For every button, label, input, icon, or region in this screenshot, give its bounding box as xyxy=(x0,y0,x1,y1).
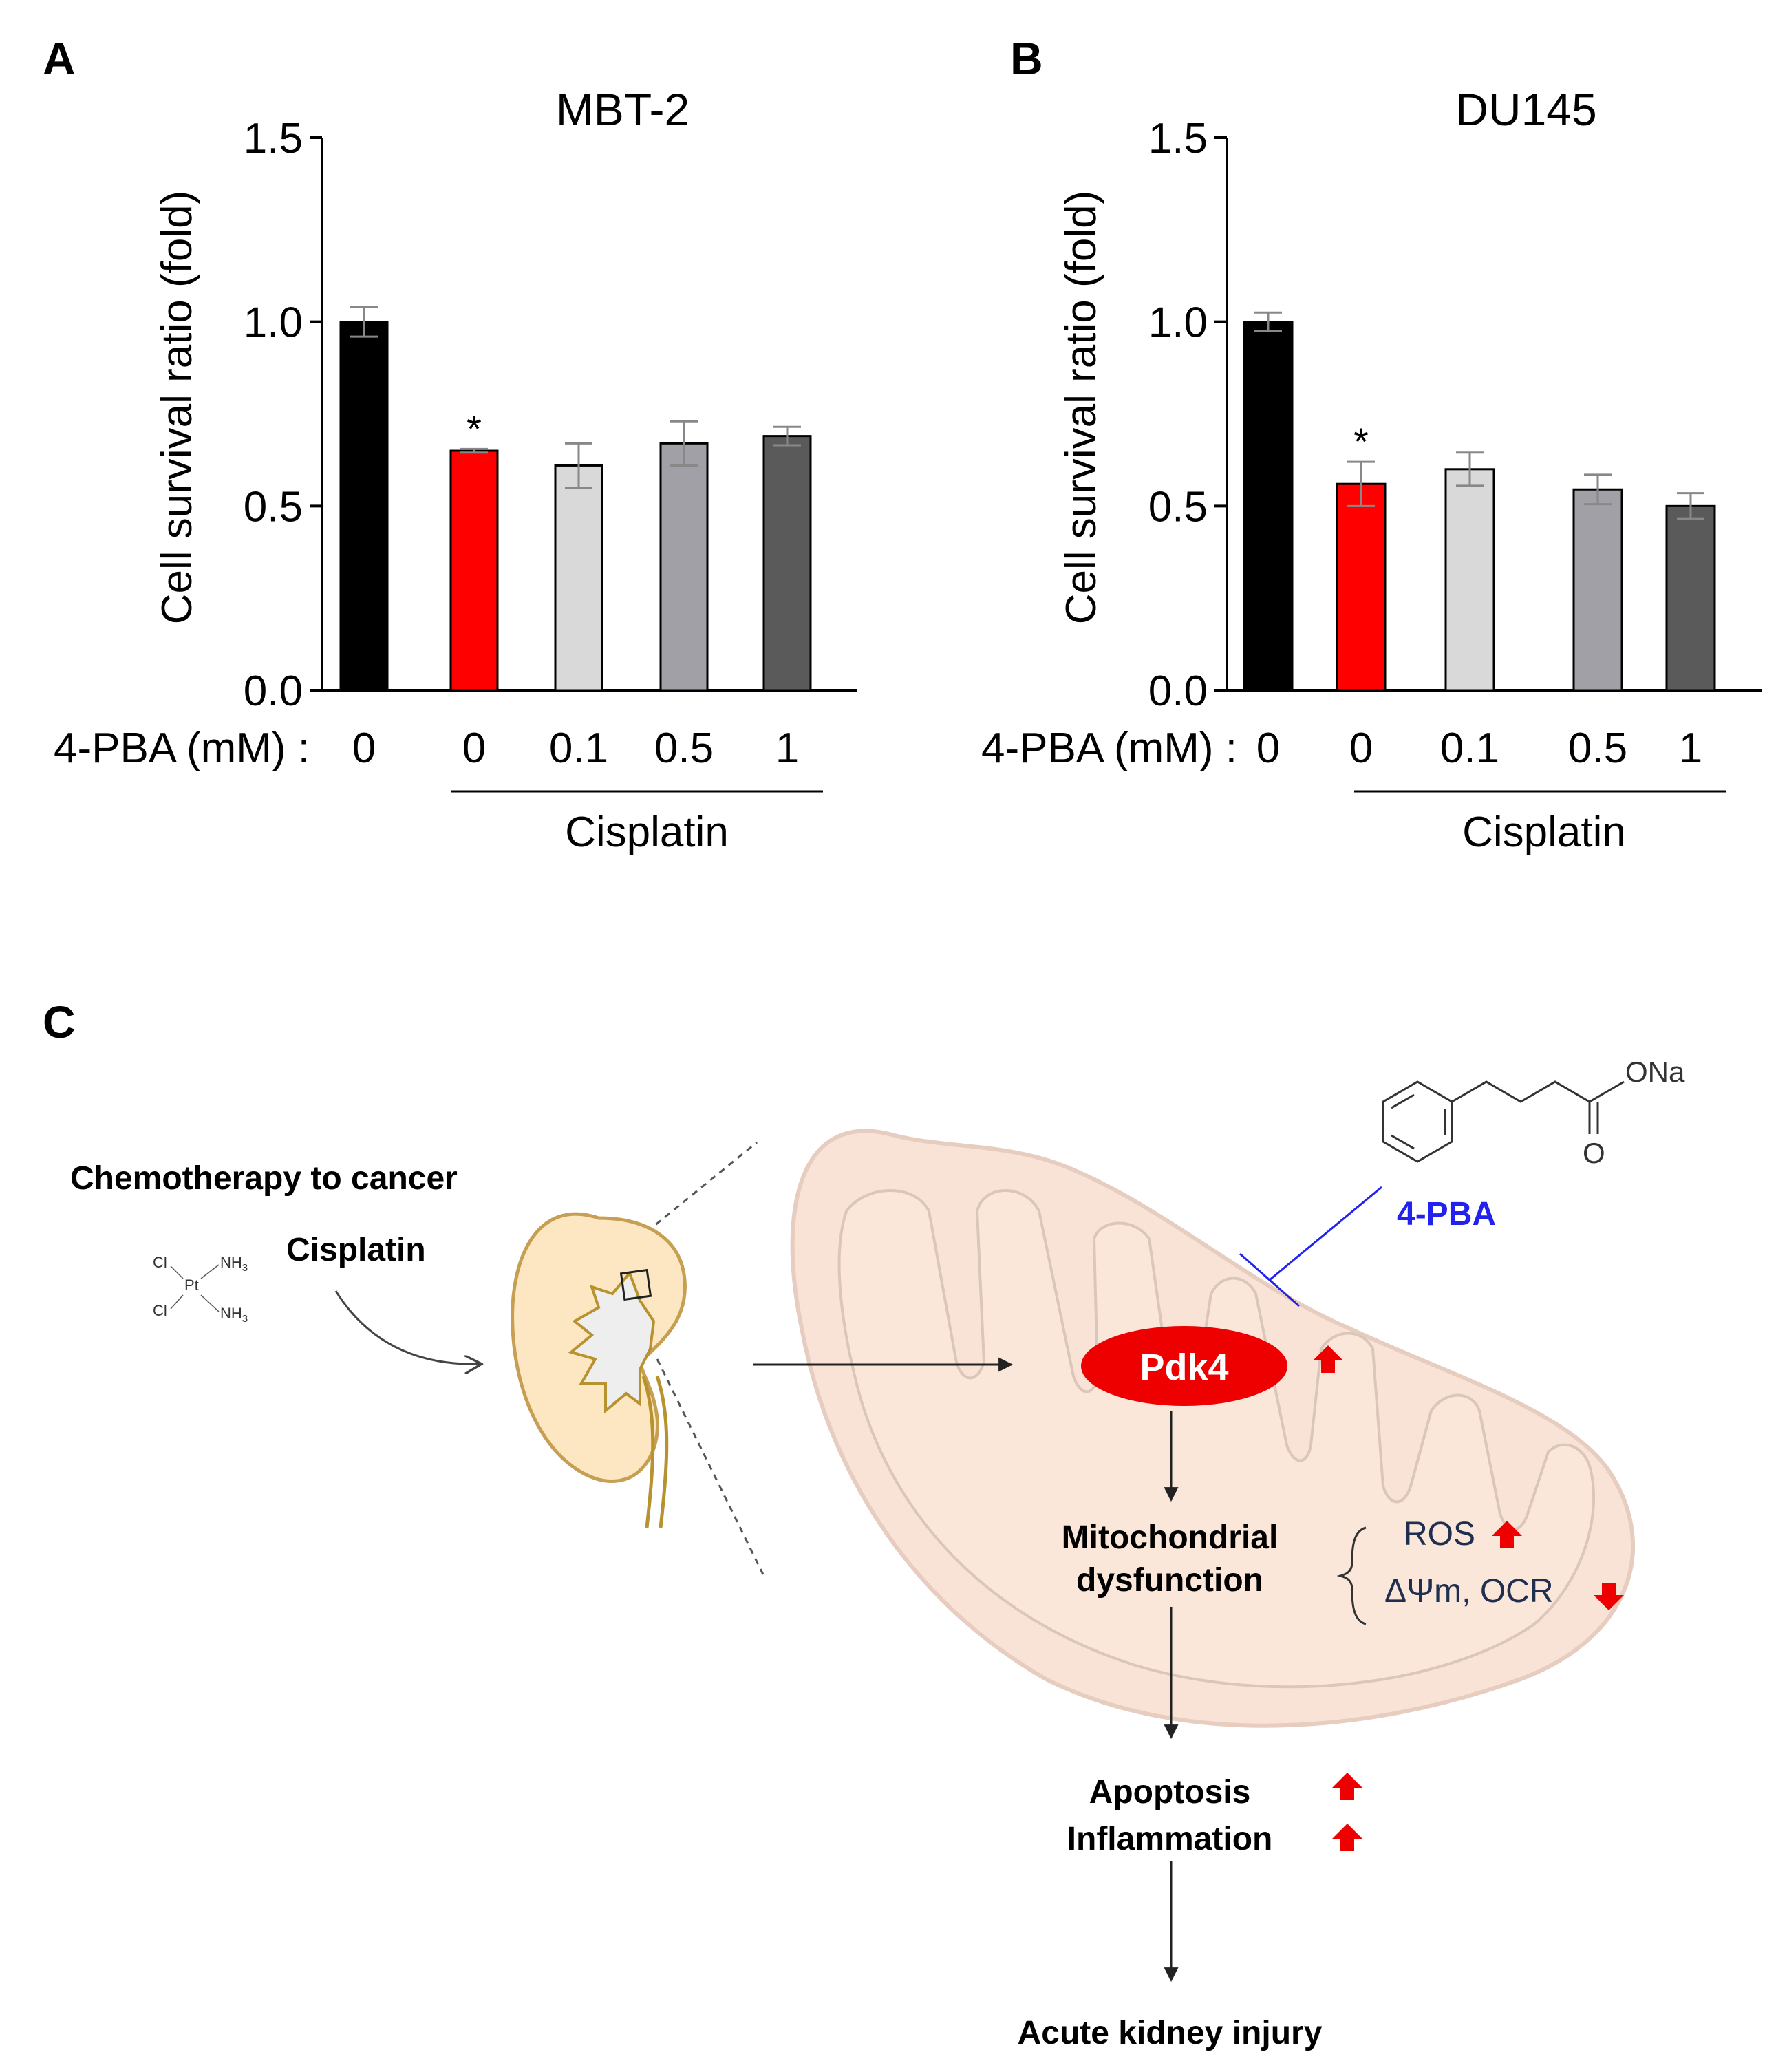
atom-cl-1: Cl xyxy=(153,1254,167,1271)
chemotherapy-label: Chemotherapy to cancer xyxy=(70,1160,458,1197)
bar xyxy=(449,449,499,692)
chart-b-group-label: Cisplatin xyxy=(1462,809,1626,856)
mito-dysfunction-line2: dysfunction xyxy=(1076,1562,1263,1599)
bar xyxy=(1444,468,1495,692)
cisplatin-molecule: Cl NH3 Pt Cl NH3 xyxy=(153,1254,248,1325)
atom-cl-2: Cl xyxy=(153,1302,167,1319)
bar xyxy=(1665,504,1716,692)
panel-label-c: C xyxy=(43,996,76,1047)
chart-b-title: DU145 xyxy=(1455,84,1596,135)
bar xyxy=(1572,488,1623,692)
category-label: 1 xyxy=(1679,725,1702,772)
y-tick-label: 1.5 xyxy=(1148,115,1208,162)
panel-label-a: A xyxy=(43,33,76,84)
inflammation-label: Inflammation xyxy=(1067,1821,1273,1857)
4pba-structure xyxy=(1382,1080,1625,1163)
chart-b-xprefix: 4-PBA (mM) : xyxy=(981,725,1237,772)
aki-label: Acute kidney injury xyxy=(1018,2015,1323,2051)
chart-b-ylabel: Cell survival ratio (fold) xyxy=(1058,191,1105,625)
zoom-line-lower xyxy=(656,1358,765,1577)
bar xyxy=(1243,321,1294,692)
ureter xyxy=(641,1376,655,1528)
y-tick-label: 0.5 xyxy=(1148,483,1208,531)
y-tick-label: 0.0 xyxy=(244,667,303,715)
mitochondrion-cristae xyxy=(837,1189,1595,1689)
inhibition-line xyxy=(1269,1186,1382,1281)
zoom-line-upper xyxy=(646,1141,758,1233)
bar xyxy=(762,435,812,692)
chart-a-group-label: Cisplatin xyxy=(565,809,729,856)
inflammation-up-arrow xyxy=(1332,1824,1362,1851)
y-tick-label: 1.0 xyxy=(1148,299,1208,347)
significance-marker: * xyxy=(467,407,482,450)
chart-du145: DU145 Cell survival ratio (fold) 4-PBA (… xyxy=(981,84,1762,856)
apoptosis-up-arrow xyxy=(1332,1773,1362,1800)
atom-nh3-1: NH3 xyxy=(220,1254,248,1274)
bar xyxy=(554,464,603,692)
category-label: 0 xyxy=(352,725,376,772)
y-tick-label: 1.0 xyxy=(244,299,303,347)
panel-label-b: B xyxy=(1010,33,1043,84)
category-label: 0.1 xyxy=(1440,725,1499,772)
mito-dysfunction-line1: Mitochondrial xyxy=(1062,1519,1278,1556)
kidney-zoom-box xyxy=(619,1268,652,1301)
atom-nh3-2: NH3 xyxy=(220,1305,248,1325)
cisplatin-label: Cisplatin xyxy=(286,1232,426,1268)
atom-pt: Pt xyxy=(184,1277,199,1294)
chart-mbt2: MBT-2 Cell survival ratio (fold) 4-PBA (… xyxy=(54,84,857,856)
mitochondrion-illustration xyxy=(790,1129,1635,1728)
inhibition-bar xyxy=(1239,1252,1300,1307)
y-tick-label: 0.0 xyxy=(1148,667,1208,715)
cisplatin-to-kidney-arrow xyxy=(334,1290,482,1364)
category-label: 0.5 xyxy=(654,725,714,772)
category-label: 0 xyxy=(1256,725,1280,772)
category-label: 0 xyxy=(462,725,486,772)
pdk4-node xyxy=(1081,1326,1287,1406)
carbonyl-o-label: O xyxy=(1583,1137,1605,1169)
4pba-inhibitor-label: 4-PBA xyxy=(1397,1196,1496,1232)
category-label: 1 xyxy=(775,725,799,772)
ros-label: ROS xyxy=(1404,1516,1475,1552)
category-label: 0.1 xyxy=(549,725,608,772)
bar xyxy=(659,442,709,692)
bar xyxy=(1336,482,1387,692)
category-label: 0 xyxy=(1349,725,1373,772)
category-label: 0.5 xyxy=(1568,725,1627,772)
significance-marker: * xyxy=(1353,420,1369,463)
apoptosis-label: Apoptosis xyxy=(1089,1774,1251,1811)
kidney-illustration xyxy=(511,1212,687,1528)
chart-a-xprefix: 4-PBA (mM) : xyxy=(54,725,310,772)
chart-a-title: MBT-2 xyxy=(556,84,689,135)
dpsi-ocr-label: ΔΨm, OCR xyxy=(1384,1573,1553,1610)
pdk4-label: Pdk4 xyxy=(1139,1347,1228,1388)
chart-a-ylabel: Cell survival ratio (fold) xyxy=(153,191,201,625)
bar xyxy=(339,321,389,692)
kidney-pelvis xyxy=(568,1270,656,1414)
ona-label: ONa xyxy=(1625,1056,1685,1088)
dysfunction-brace xyxy=(1336,1526,1367,1625)
y-tick-label: 0.5 xyxy=(244,483,303,531)
y-tick-label: 1.5 xyxy=(244,115,303,162)
